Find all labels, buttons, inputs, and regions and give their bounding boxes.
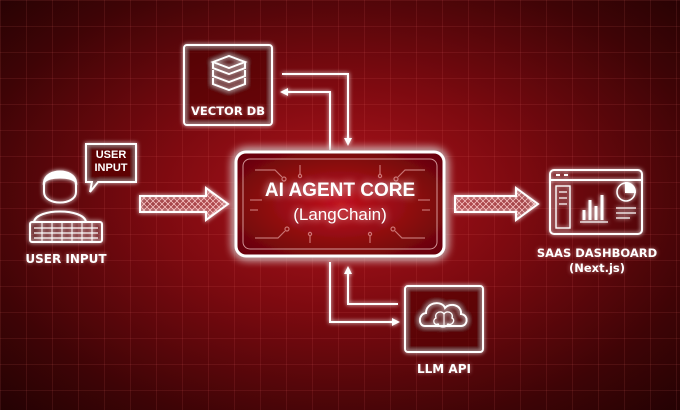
speech-bubble-line-2: INPUT bbox=[94, 162, 128, 174]
dashboard-node bbox=[549, 169, 643, 235]
brain-cloud-icon bbox=[418, 302, 468, 328]
edge-core-vector-db bbox=[280, 73, 352, 150]
vector-db-node bbox=[183, 44, 273, 126]
dashboard-label-line-1: SAAS DASHBOARD bbox=[536, 246, 658, 260]
edge-core-llm-api bbox=[329, 262, 400, 326]
speech-bubble-icon bbox=[85, 143, 137, 193]
user-at-laptop-icon bbox=[29, 170, 103, 243]
circuit-board-icon bbox=[250, 165, 430, 243]
vector-db-label: VECTOR DB bbox=[191, 104, 265, 118]
edge-core-to-dashboard bbox=[454, 186, 540, 222]
user-input-node bbox=[29, 143, 137, 243]
llm-api-node bbox=[404, 285, 484, 353]
dashboard-label-line-2: (Next.js) bbox=[568, 261, 625, 275]
database-icon bbox=[210, 54, 248, 92]
dashboard-icon bbox=[549, 169, 643, 235]
core-subtitle: (LangChain) bbox=[293, 205, 387, 224]
core-title: AI AGENT CORE bbox=[264, 180, 416, 201]
speech-bubble-line-1: USER bbox=[95, 149, 127, 161]
user-input-label: USER INPUT bbox=[25, 252, 107, 266]
llm-api-label: LLM API bbox=[417, 362, 471, 376]
speech-bubble-text: USER INPUT bbox=[88, 149, 134, 175]
edge-user-to-core bbox=[139, 186, 230, 222]
core-node bbox=[234, 150, 446, 258]
